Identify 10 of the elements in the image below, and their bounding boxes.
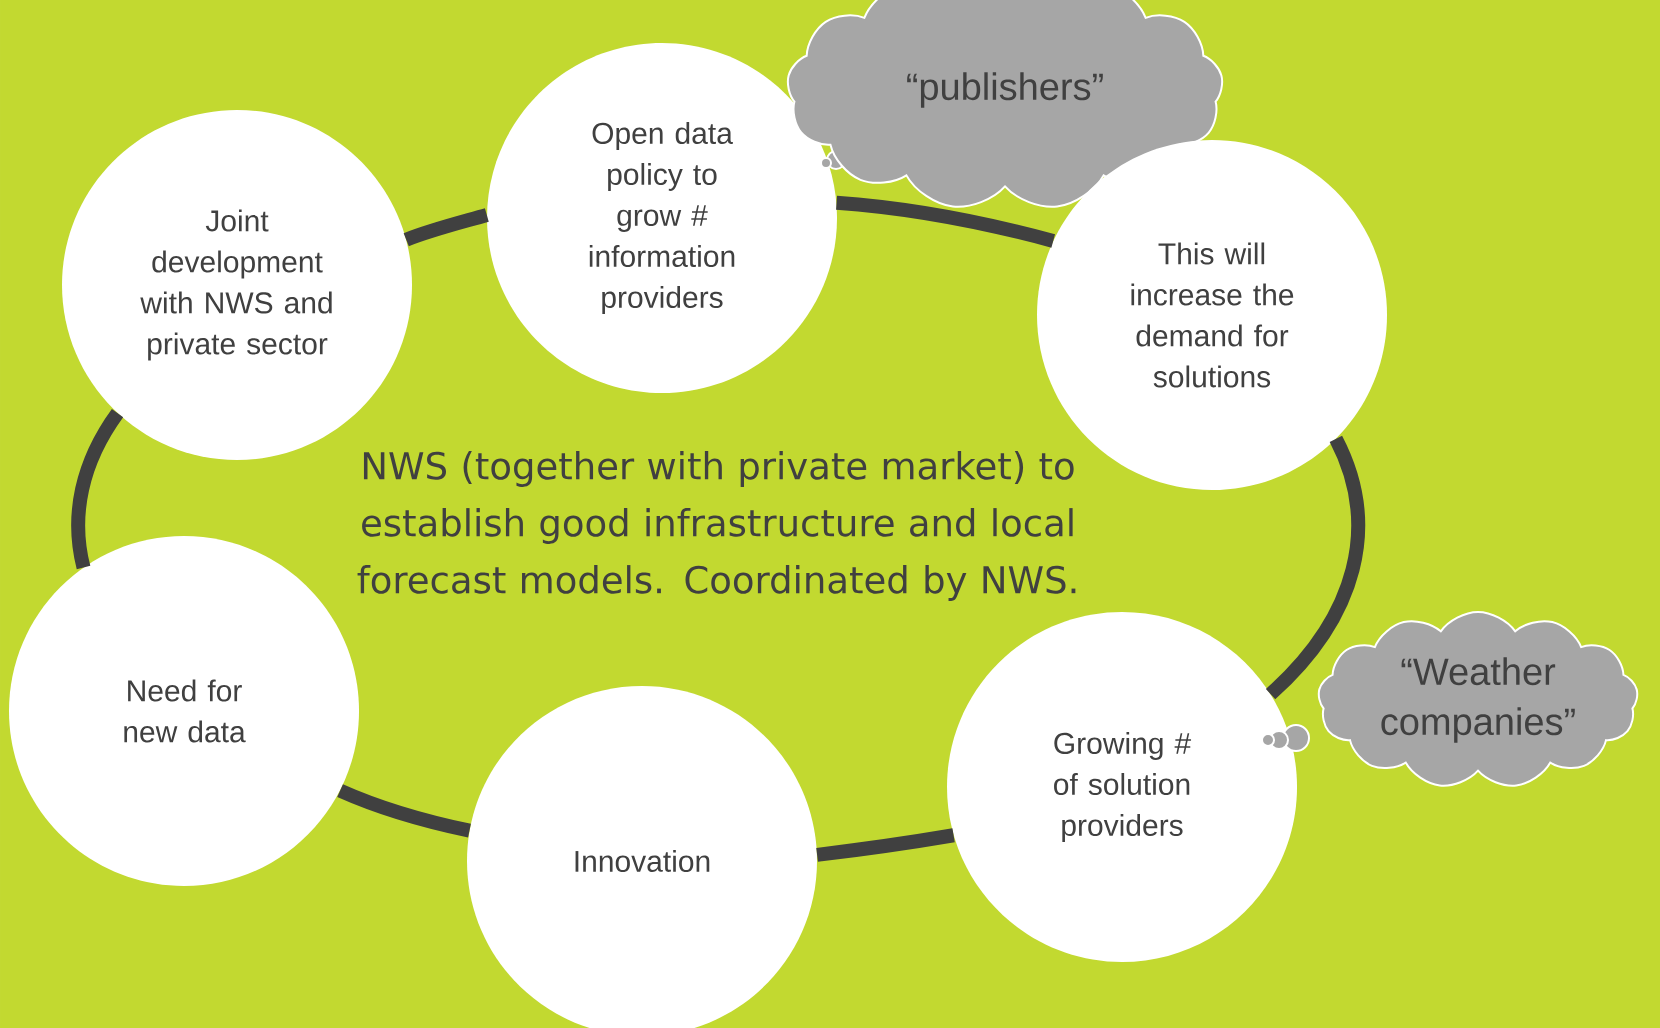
circle-node: Growing # of solution providers — [947, 612, 1297, 962]
thought-cloud: “Weather companies” — [1261, 610, 1639, 787]
ring-segment — [835, 195, 1055, 248]
ring-segment — [71, 409, 124, 569]
ring-segment — [403, 208, 489, 247]
ring-segment — [1265, 435, 1366, 700]
circle-node: Open data policy to grow # information providers — [487, 43, 837, 393]
ring-segment — [337, 784, 471, 838]
ring-segment — [816, 828, 955, 862]
thought-cloud: “publishers” — [786, 0, 1224, 208]
